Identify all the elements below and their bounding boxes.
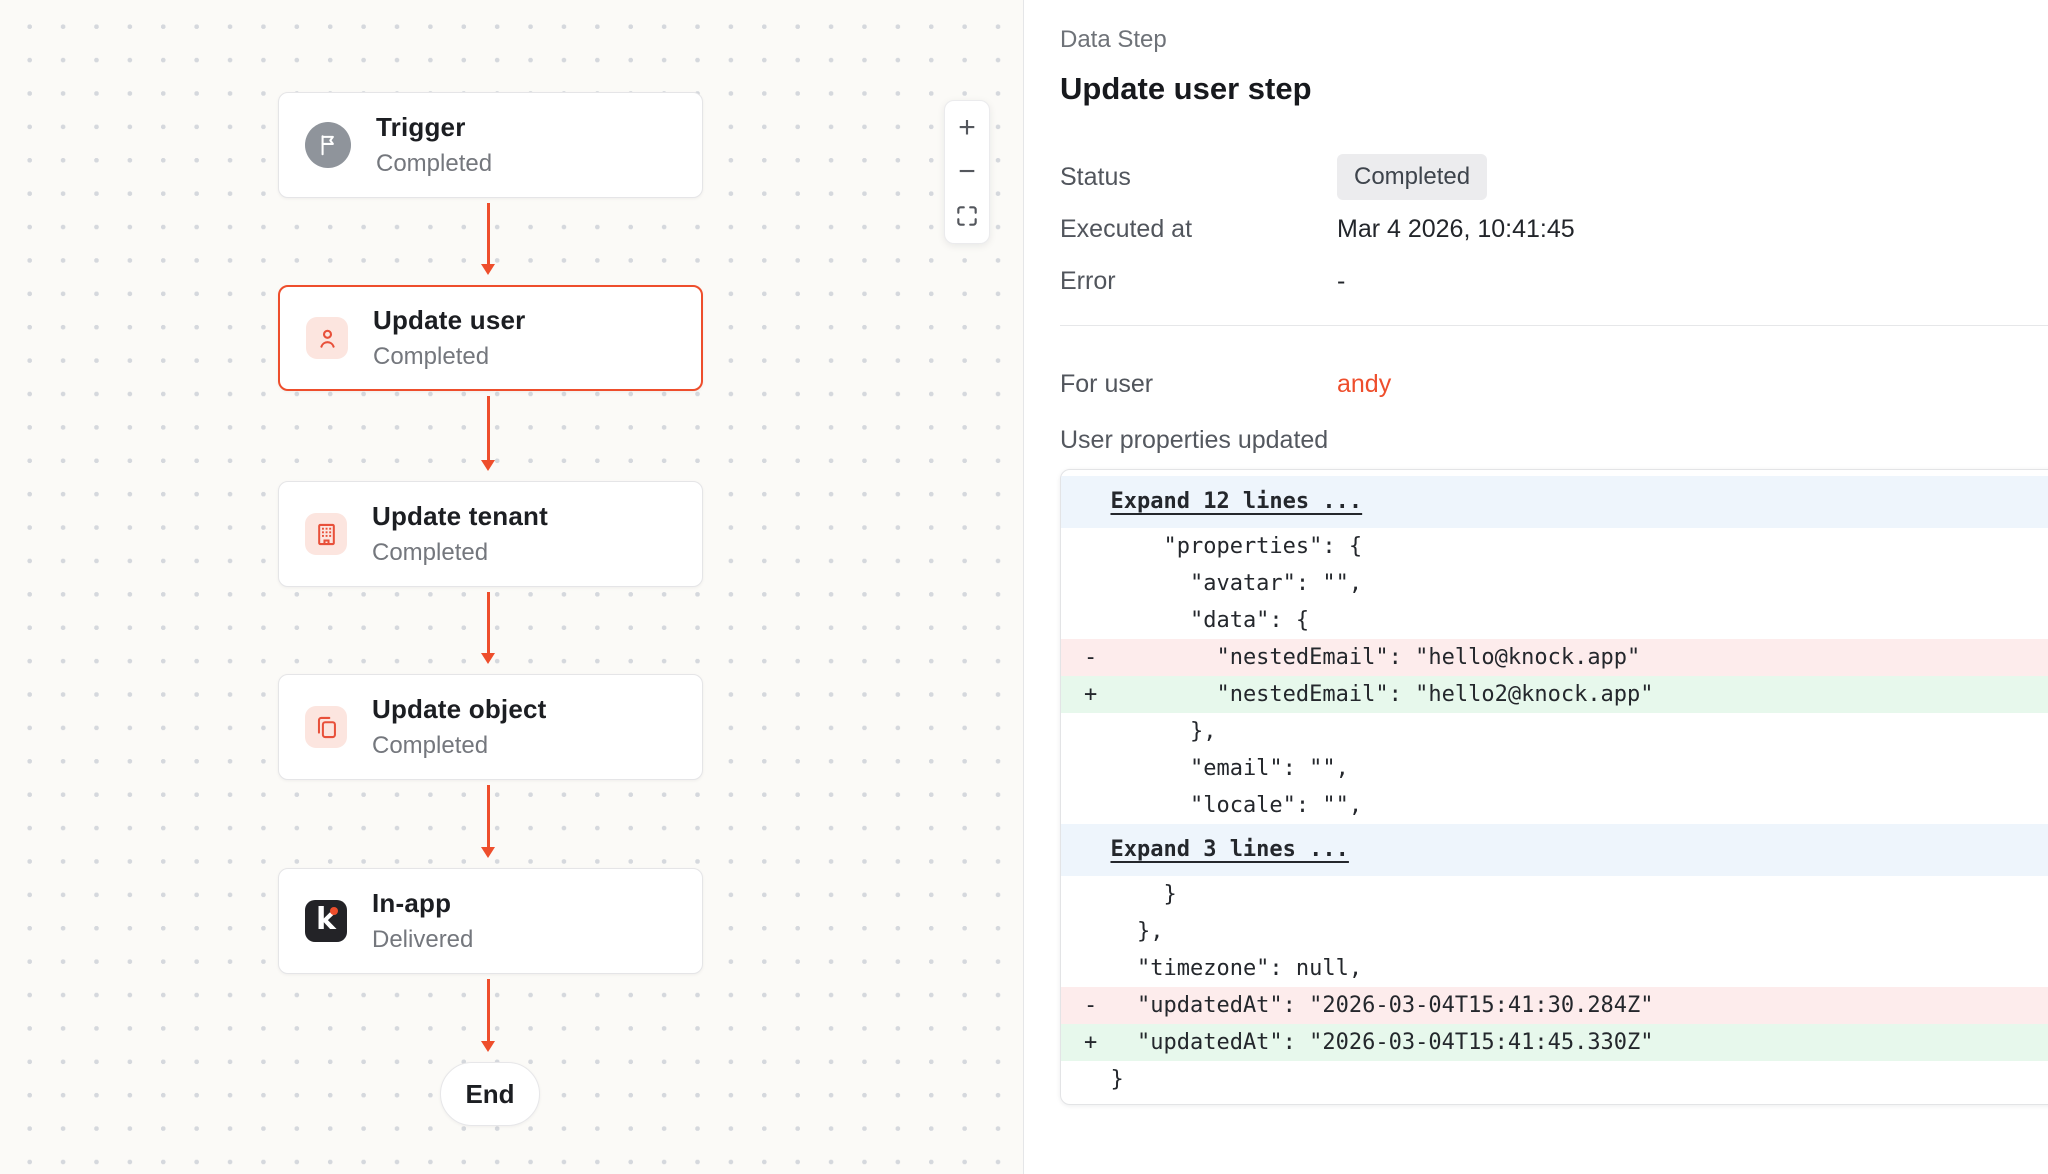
node-title: Update tenant xyxy=(372,501,548,531)
diff-line-ctx: "locale": "", xyxy=(1084,793,1363,818)
expand-lines-link[interactable]: Expand 12 lines ... xyxy=(1061,476,2048,528)
connector-arrow xyxy=(481,203,495,275)
flag-icon xyxy=(305,122,351,168)
node-title: Update user xyxy=(373,305,526,335)
properties-diff-block: Expand 12 lines ... "properties": { "ava… xyxy=(1060,469,2048,1105)
diff-line-add: + "nestedEmail": "hello2@knock.app" xyxy=(1061,676,2048,713)
diff-line-ctx: "data": { xyxy=(1084,608,1310,633)
connector-arrow xyxy=(481,979,495,1052)
knock-icon: k xyxy=(305,900,347,942)
field-label: Status xyxy=(1060,162,1131,191)
building-icon xyxy=(305,513,347,555)
zoom-out-button[interactable]: − xyxy=(947,153,987,191)
field-row: Error - xyxy=(1060,259,2048,303)
copy-icon xyxy=(305,706,347,748)
field-row: Executed at Mar 4 2026, 10:41:45 xyxy=(1060,207,2048,251)
diff-heading: User properties updated xyxy=(1060,426,1329,454)
step-title: Update user step xyxy=(1060,71,1312,106)
field-label: Error xyxy=(1060,266,1116,295)
diff-line-ctx: "avatar": "", xyxy=(1084,571,1363,596)
section-divider xyxy=(1060,325,2048,326)
diff-line-del: - "nestedEmail": "hello@knock.app" xyxy=(1061,639,2048,676)
diff-line-ctx: }, xyxy=(1084,919,1164,944)
diff-line-ctx: "email": "", xyxy=(1084,756,1349,781)
field-row: Status Completed xyxy=(1060,154,2048,200)
node-status: Completed xyxy=(372,539,489,566)
node-title: Update object xyxy=(372,694,547,724)
end-node[interactable]: End xyxy=(440,1062,540,1126)
for-user-label: For user xyxy=(1060,369,1154,398)
zoom-in-button[interactable]: + xyxy=(947,109,987,147)
field-value: Mar 4 2026, 10:41:45 xyxy=(1337,214,1575,243)
user-icon xyxy=(306,317,348,359)
for-user-link[interactable]: andy xyxy=(1337,369,1392,398)
for-user-row: For user andy xyxy=(1060,362,2048,406)
canvas-zoom-controls: + − xyxy=(944,100,990,244)
field-value: - xyxy=(1337,266,1346,295)
node-title: In-app xyxy=(372,888,452,918)
diff-line-ctx: "timezone": null, xyxy=(1084,956,1363,981)
diff-line-ctx: }, xyxy=(1084,719,1217,744)
diff-line-ctx: "properties": { xyxy=(1084,534,1363,559)
connector-arrow xyxy=(481,592,495,664)
diff-line-ctx: } xyxy=(1084,882,1177,907)
expand-lines-link[interactable]: Expand 3 lines ... xyxy=(1061,824,2048,876)
diff-line-add: + "updatedAt": "2026-03-04T15:41:45.330Z… xyxy=(1061,1024,2048,1061)
end-node-label: End xyxy=(465,1078,515,1109)
node-status: Completed xyxy=(376,150,493,177)
fit-view-icon xyxy=(954,203,980,229)
connector-arrow xyxy=(481,396,495,471)
diff-line-del: - "updatedAt": "2026-03-04T15:41:30.284Z… xyxy=(1061,987,2048,1024)
node-status: Completed xyxy=(373,343,490,370)
connector-arrow xyxy=(481,785,495,858)
status-badge: Completed xyxy=(1337,154,1488,200)
step-type-label: Data Step xyxy=(1060,26,1167,53)
node-status: Completed xyxy=(372,732,489,759)
fit-view-button[interactable] xyxy=(947,197,987,235)
field-label: Executed at xyxy=(1060,214,1193,243)
step-detail-panel: Data Step Update user step Status Complet… xyxy=(1024,0,2048,1174)
diff-line-ctx: } xyxy=(1084,1067,1124,1092)
node-title: Trigger xyxy=(376,112,466,142)
node-status: Delivered xyxy=(372,926,474,953)
